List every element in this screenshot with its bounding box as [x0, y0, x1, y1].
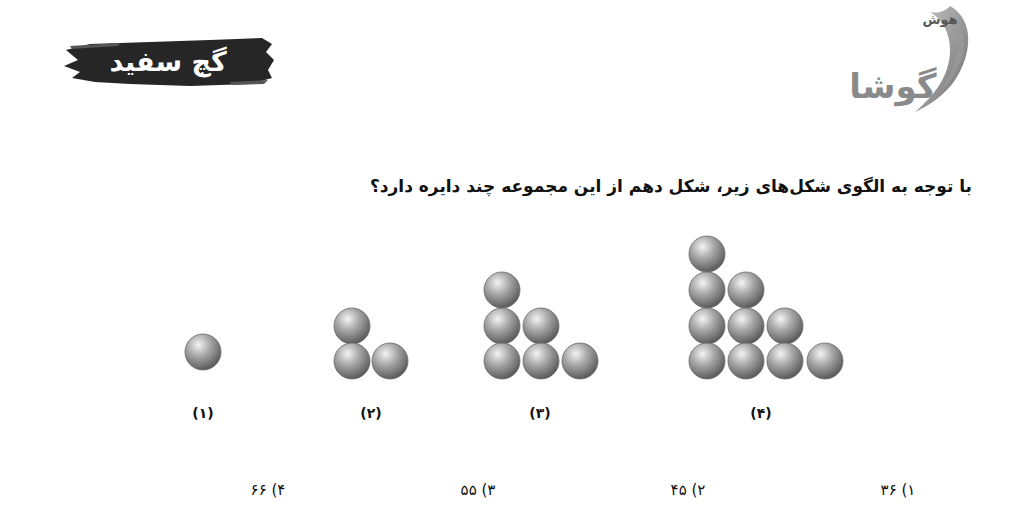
answer-option: ۴) ۶۶ [251, 481, 286, 499]
figure-number: (۲) [360, 405, 381, 422]
answer-option: ۲) ۴۵ [671, 481, 706, 499]
answer-option: ۳) ۵۵ [461, 481, 496, 499]
circle-figure [334, 308, 408, 379]
circle-figure [689, 236, 843, 379]
figure-number: (۱) [192, 405, 213, 422]
figure-number: (۴) [750, 405, 771, 422]
circle-figure [185, 334, 221, 370]
answer-option: ۱) ۳۶ [881, 481, 916, 499]
logo-banner [64, 38, 274, 86]
logo-banner-streak [70, 43, 268, 85]
logo-text: گوشا [849, 66, 936, 107]
logo-swirl [940, 30, 964, 92]
question-text: با توجه به الگوی شکل‌های زیر، شکل دهم از… [370, 176, 972, 196]
circle-figure [484, 272, 598, 379]
logo-text: هوش [922, 12, 957, 28]
figure-number: (۳) [529, 405, 550, 422]
logo-text: گچ سفید [109, 46, 226, 78]
